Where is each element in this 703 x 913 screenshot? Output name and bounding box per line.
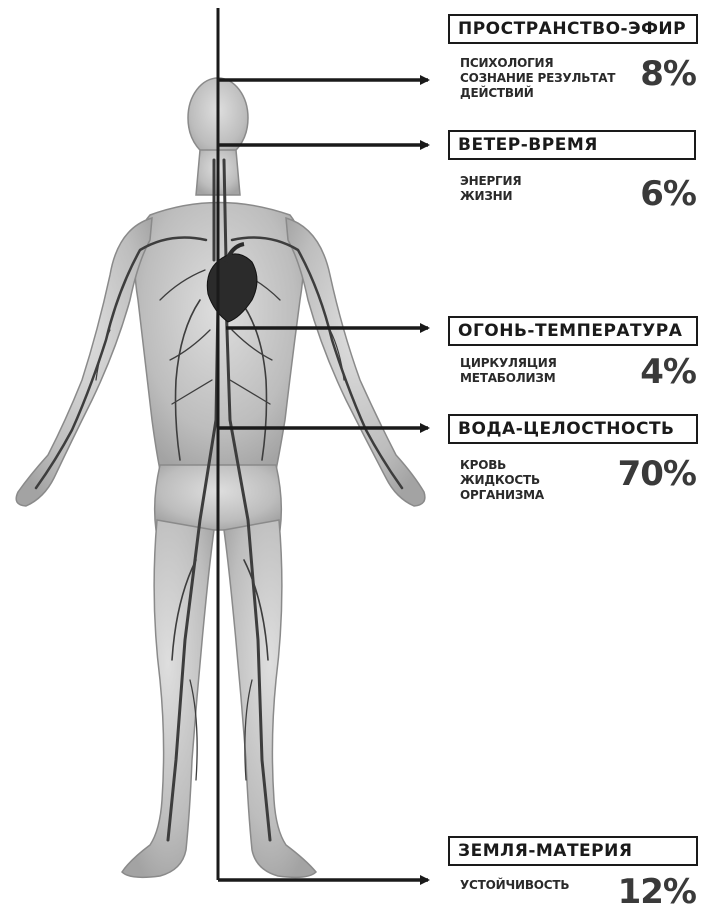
element-description: ЦИРКУЛЯЦИЯ МЕТАБОЛИЗМ [460, 356, 557, 386]
element-description: ПСИХОЛОГИЯ СОЗНАНИЕ РЕЗУЛЬТАТ ДЕЙСТВИЙ [460, 56, 615, 101]
element-block-wind: ВЕТЕР-ВРЕМЯ ЭНЕРГИЯ ЖИЗНИ 6% [448, 130, 698, 160]
element-title: ВОДА-ЦЕЛОСТНОСТЬ [448, 414, 698, 444]
body-silhouette [16, 78, 425, 877]
description-line: ЖИЗНИ [460, 189, 521, 204]
human-body-illustration [0, 0, 430, 913]
description-line: ОРГАНИЗМА [460, 488, 544, 503]
element-title: ПРОСТРАНСТВО-ЭФИР [448, 14, 698, 44]
description-line: ЭНЕРГИЯ [460, 174, 521, 189]
element-title: ОГОНЬ-ТЕМПЕРАТУРА [448, 316, 698, 346]
element-block-fire: ОГОНЬ-ТЕМПЕРАТУРА ЦИРКУЛЯЦИЯ МЕТАБОЛИЗМ … [448, 316, 698, 346]
element-percent: 70% [618, 454, 696, 494]
description-line: ЦИРКУЛЯЦИЯ [460, 356, 557, 371]
description-line: УСТОЙЧИВОСТЬ [460, 878, 569, 893]
element-block-earth: ЗЕМЛЯ-МАТЕРИЯ УСТОЙЧИВОСТЬ 12% [448, 836, 698, 866]
element-description: ЭНЕРГИЯ ЖИЗНИ [460, 174, 521, 204]
element-title: ВЕТЕР-ВРЕМЯ [448, 130, 696, 160]
description-line: СОЗНАНИЕ РЕЗУЛЬТАТ [460, 71, 615, 86]
element-title: ЗЕМЛЯ-МАТЕРИЯ [448, 836, 698, 866]
description-line: ПСИХОЛОГИЯ [460, 56, 615, 71]
element-block-water: ВОДА-ЦЕЛОСТНОСТЬ КРОВЬ ЖИДКОСТЬ ОРГАНИЗМ… [448, 414, 698, 444]
description-line: ЖИДКОСТЬ [460, 473, 544, 488]
description-line: КРОВЬ [460, 458, 544, 473]
element-description: КРОВЬ ЖИДКОСТЬ ОРГАНИЗМА [460, 458, 544, 503]
description-line: МЕТАБОЛИЗМ [460, 371, 557, 386]
element-percent: 12% [618, 872, 696, 912]
description-line: ДЕЙСТВИЙ [460, 86, 615, 101]
element-block-ether: ПРОСТРАНСТВО-ЭФИР ПСИХОЛОГИЯ СОЗНАНИЕ РЕ… [448, 14, 698, 44]
element-description: УСТОЙЧИВОСТЬ [460, 878, 569, 893]
element-percent: 4% [640, 352, 696, 392]
element-percent: 8% [640, 54, 696, 94]
element-percent: 6% [640, 174, 696, 214]
